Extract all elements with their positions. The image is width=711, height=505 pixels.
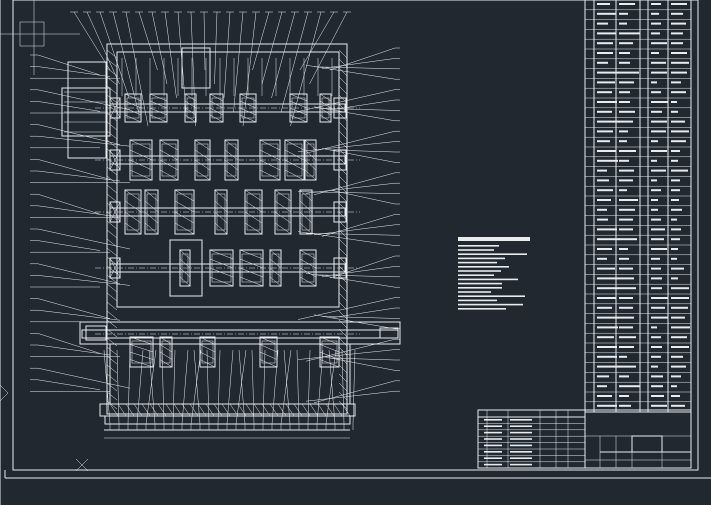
parts-list-table	[584, 0, 692, 413]
gearbox-assembly	[30, 11, 401, 439]
title-block	[477, 409, 692, 469]
technical-notes	[458, 237, 530, 310]
ucs-crosshair-icon	[0, 0, 89, 472]
